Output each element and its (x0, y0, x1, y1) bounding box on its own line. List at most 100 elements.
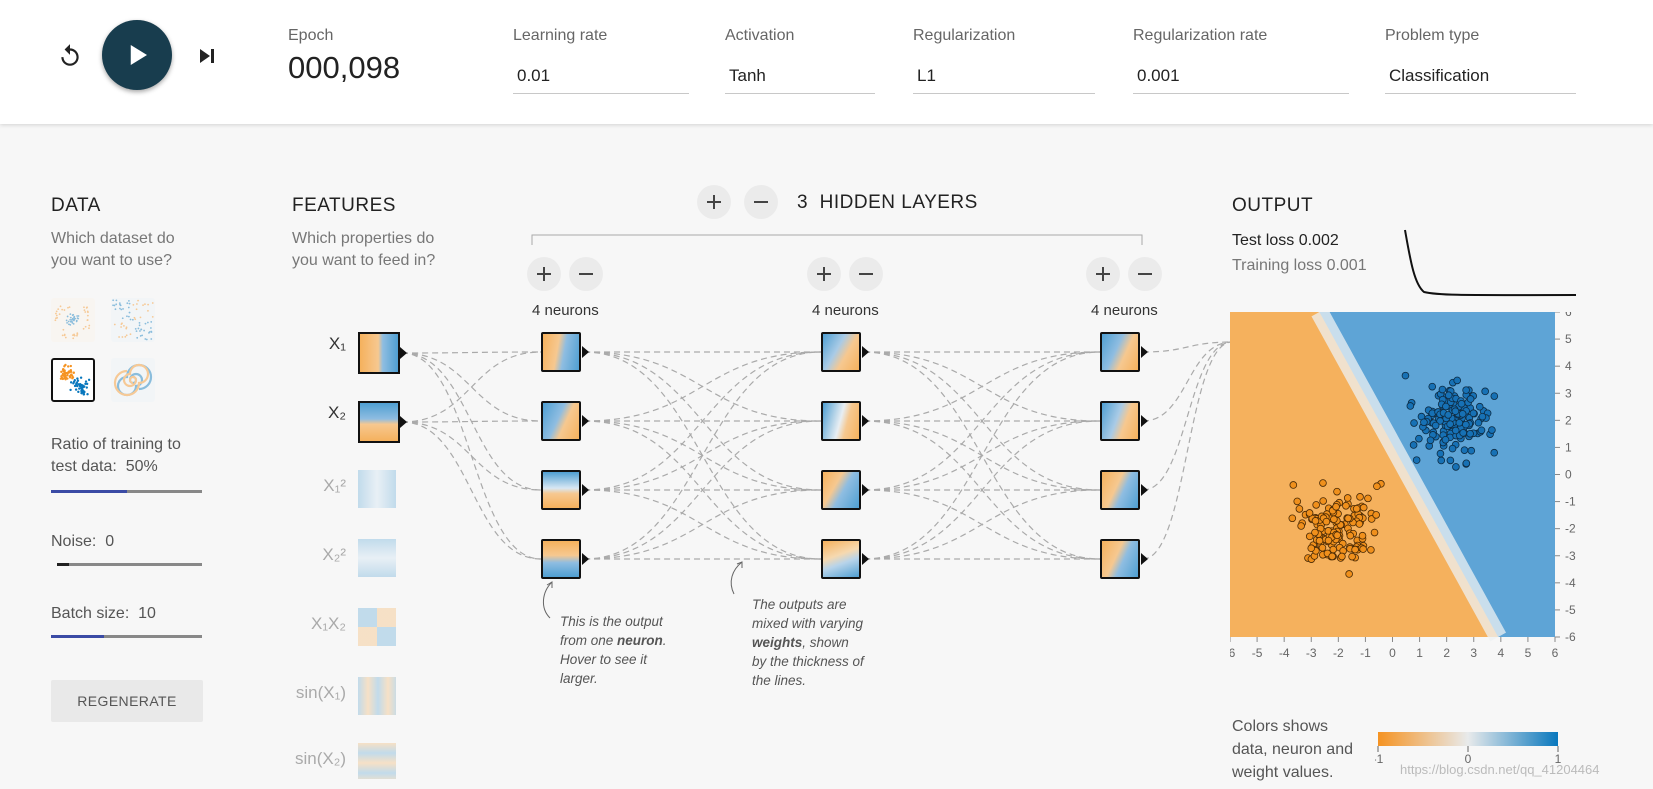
neuron-2-2[interactable] (821, 401, 861, 441)
legend-tick-min: -1 (1375, 752, 1384, 766)
training-loss: Training loss 0.001 (1232, 257, 1367, 274)
thumb-point (69, 313, 72, 315)
dataset-spiral[interactable] (111, 358, 155, 402)
neuron-3-3[interactable] (1100, 470, 1140, 510)
blue-data-point (1448, 444, 1457, 453)
thumb-point (129, 318, 132, 321)
feature-sin-x2[interactable] (358, 743, 396, 779)
thumb-point (73, 319, 75, 322)
feature-x1[interactable] (358, 332, 400, 374)
feature-x2-squared[interactable] (358, 539, 396, 577)
activation-select[interactable]: Tanh (725, 60, 875, 94)
neuron-output-marker (1141, 415, 1148, 427)
regularization-select[interactable]: L1 (913, 60, 1095, 94)
learning-rate-select[interactable]: 0.01 (513, 60, 689, 94)
thumb-point (73, 384, 77, 388)
blue-data-point (1444, 411, 1453, 419)
neuron-3-1[interactable] (1100, 332, 1140, 372)
link-layer1-layer2 (583, 420, 822, 560)
neuron-1-1[interactable] (541, 332, 581, 372)
dataset-gaussian[interactable] (51, 358, 95, 402)
epoch-label: Epoch (288, 27, 334, 44)
dataset-circle[interactable] (51, 298, 95, 342)
regenerate-button[interactable]: REGENERATE (51, 680, 203, 722)
neuron-3-4[interactable] (1100, 539, 1140, 579)
neuron-1-3[interactable] (541, 470, 581, 510)
layer-3-add-neuron-button[interactable] (1086, 257, 1120, 291)
thumb-point (71, 314, 74, 317)
y-axis-tick: -3 (1565, 549, 1576, 563)
layer-2-remove-neuron-button[interactable] (849, 257, 883, 291)
thumb-point (71, 320, 73, 323)
thumb-point (76, 332, 79, 335)
thumb-point (73, 316, 75, 319)
layer-2-add-neuron-button[interactable] (807, 257, 841, 291)
thumb-point (138, 324, 141, 327)
noise-value: 0 (105, 533, 115, 550)
features-subtitle: Which properties do you want to feed in? (292, 230, 436, 269)
blue-data-point (1474, 418, 1483, 427)
thumb-point (72, 318, 74, 321)
thumb-point (64, 336, 67, 339)
regularization-rate-select[interactable]: 0.001 (1133, 60, 1349, 94)
feature-x1-squared[interactable] (358, 470, 396, 508)
neuron-3-2[interactable] (1100, 401, 1140, 441)
orange-data-point (1324, 536, 1333, 545)
thumb-point (63, 333, 66, 336)
layer-1-remove-neuron-button[interactable] (569, 257, 603, 291)
neuron-2-3[interactable] (821, 470, 861, 510)
neuron-2-1[interactable] (821, 332, 861, 372)
orange-data-point (1364, 494, 1372, 503)
thumb-point (85, 382, 89, 386)
thumb-point (115, 299, 118, 302)
thumb-point (87, 378, 91, 382)
link-layer3-output (1142, 341, 1233, 422)
orange-data-point (1373, 482, 1381, 491)
thumb-point (67, 365, 70, 368)
thumb-point (122, 308, 124, 310)
thumb-point (126, 302, 129, 305)
thumb-point (55, 317, 57, 320)
thumb-point (150, 321, 153, 323)
y-axis-tick: 5 (1565, 332, 1572, 346)
thumb-point (151, 302, 154, 304)
feature-x2[interactable] (358, 401, 400, 443)
x-axis-tick: 4 (1497, 646, 1504, 660)
thumb-point (74, 388, 78, 391)
thumb-point (69, 320, 72, 323)
ratio-slider[interactable] (51, 490, 202, 493)
neuron-output-marker (582, 415, 589, 427)
thumb-point (139, 335, 142, 337)
remove-layer-button[interactable] (744, 185, 778, 219)
thumb-point (88, 327, 90, 330)
neuron-1-4[interactable] (541, 539, 581, 579)
thumb-point (143, 329, 145, 332)
batch-size-slider[interactable] (51, 635, 202, 638)
data-points (1288, 371, 1499, 578)
play-pause-button[interactable] (102, 20, 172, 90)
add-layer-button[interactable] (697, 185, 731, 219)
thumb-point (73, 379, 76, 382)
thumb-point (76, 333, 79, 336)
feature-x1x2[interactable] (358, 608, 396, 646)
feature-label-x1: X₁ (328, 334, 346, 353)
link-layer1-layer2 (583, 351, 822, 422)
link-layer1-layer2 (583, 351, 822, 491)
y-axis-tick: 0 (1565, 468, 1572, 482)
neuron-1-2[interactable] (541, 401, 581, 441)
dataset-xor[interactable] (111, 298, 155, 342)
thumb-point (63, 309, 66, 311)
neuron-2-4[interactable] (821, 539, 861, 579)
ratio-slider-fill (51, 490, 127, 493)
layer-1-add-neuron-button[interactable] (527, 257, 561, 291)
thumb-point (86, 319, 89, 322)
feature-sin-x1[interactable] (358, 677, 396, 715)
noise-slider[interactable] (57, 563, 202, 566)
blue-data-point (1451, 407, 1460, 416)
step-button[interactable] (190, 38, 224, 74)
reset-button[interactable] (52, 38, 88, 74)
layer-3-remove-neuron-button[interactable] (1128, 257, 1162, 291)
problem-type-select[interactable]: Classification (1385, 60, 1576, 94)
